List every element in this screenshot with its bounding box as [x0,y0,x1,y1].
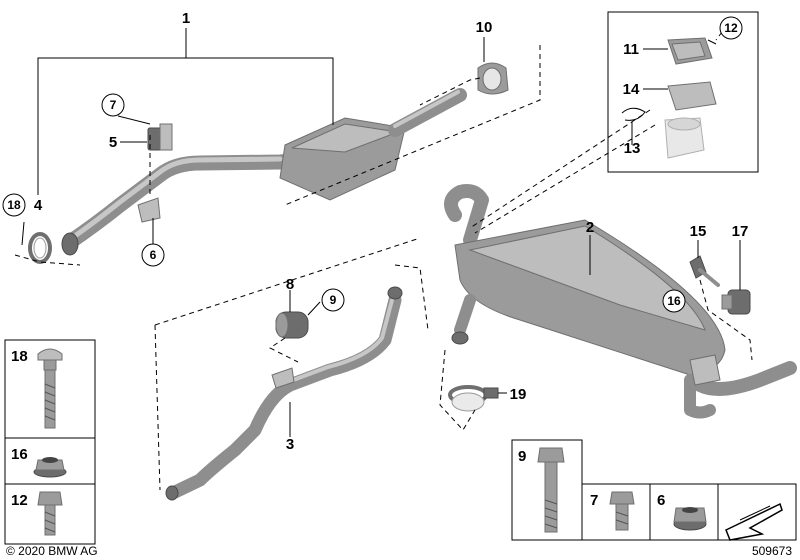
clamp-part-19[interactable] [448,385,499,412]
valve-body-detail [664,117,705,159]
bracket-part-15[interactable] [689,255,720,287]
rubber-mount-part-8[interactable] [275,311,309,339]
callout-4: 4 [34,197,43,214]
pipe-clamp-part-10[interactable] [477,62,509,95]
clamp-ring-part-4[interactable] [28,232,52,264]
callout-17: 17 [732,223,749,240]
diagram-number: 509673 [752,544,792,558]
callout-11: 11 [623,41,639,58]
short-hex-bolt-icon [609,491,635,531]
callout-19: 19 [510,386,527,403]
callout-1: 1 [182,10,190,27]
callout-labels: 1 2 3 4 5 8 10 11 13 14 15 17 19 7 6 9 1… [2,10,749,453]
intermediate-pipe-part-3[interactable] [165,286,403,501]
callout-16: 16 [667,294,681,308]
long-hex-bolt-icon [537,447,565,533]
callout-2: 2 [586,219,594,236]
callout-5: 5 [109,134,117,151]
clip-part-13[interactable] [621,107,646,121]
copyright-text: © 2020 BMW AG [6,544,98,558]
rubber-mount-part-5[interactable] [147,123,173,151]
callout-8: 8 [286,276,294,293]
hex-screw-icon [37,491,63,536]
legend-label-12: 12 [11,492,28,509]
rear-muffler-part-2[interactable] [444,184,797,419]
hex-nut-icon [673,507,707,531]
screw-part-12-inset[interactable] [707,39,717,45]
callout-3: 3 [286,436,294,453]
legend-label-16: 16 [11,446,28,463]
front-pipe-catalyst-assembly[interactable] [61,88,467,256]
callout-12: 12 [724,21,738,35]
legend-label-9: 9 [518,448,526,465]
actuator-part-11[interactable] [667,37,713,65]
gasket-part-14[interactable] [667,81,717,111]
fastener-legend-bottom: 9 7 6 [511,439,797,541]
callout-18: 18 [7,198,21,212]
carriage-bolt-icon [37,348,63,429]
installation-dashed-lines [14,31,753,491]
callout-7: 7 [110,98,117,112]
callout-13: 13 [624,140,641,157]
callout-15: 15 [690,223,707,240]
callout-10: 10 [476,19,493,36]
callout-14: 14 [623,81,640,98]
legend-label-18: 18 [11,348,28,365]
callout-6: 6 [150,248,157,262]
direction-arrow-icon [725,502,783,541]
rubber-mount-part-17[interactable] [721,289,751,315]
legend-label-6: 6 [657,492,665,509]
callout-9: 9 [330,293,337,307]
fastener-legend-left: 18 16 12 [4,339,96,545]
flange-nut-icon [33,457,67,478]
leader-lines [21,28,741,437]
legend-label-7: 7 [590,492,598,509]
